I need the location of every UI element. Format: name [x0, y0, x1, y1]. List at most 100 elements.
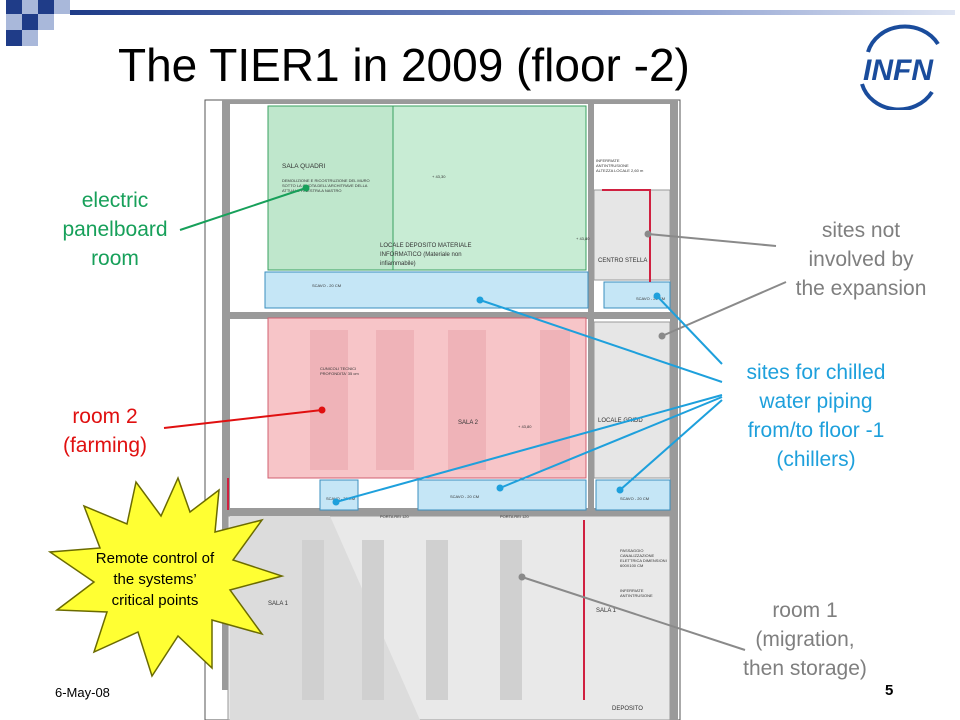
header-square — [6, 14, 22, 30]
label-line: then storage) — [743, 657, 867, 680]
label-line: electric — [81, 189, 149, 212]
plan-sheet — [204, 99, 681, 720]
chilled-water-site — [603, 281, 671, 309]
header-square — [38, 14, 54, 30]
label-line: Remote control of — [95, 550, 215, 567]
room1-diagonal — [230, 516, 420, 720]
plan-label: DEPOSITO — [612, 706, 643, 712]
room2-pillar — [540, 330, 570, 470]
leader-dot — [332, 498, 340, 506]
leader-chilled — [499, 396, 723, 489]
plan-label: ELETTRICA DIMENSIONI — [620, 558, 667, 563]
label-not-involved: sites not involved by the expansion — [766, 216, 956, 303]
wall-vertical — [588, 100, 594, 510]
plan-label: DEMOLIZIONE E RICOSTRUZIONE DEL MURO — [282, 178, 370, 183]
leader-chilled — [335, 394, 723, 503]
plan-label: LOCALE GRIDD — [598, 418, 643, 424]
plan-label: CANALIZZAZIONE — [620, 553, 655, 558]
wall-horizontal — [222, 312, 678, 319]
plan-label: SCAVO - 20 CM — [636, 296, 665, 301]
centro-stella-area — [593, 189, 671, 281]
label-line: (migration, — [755, 628, 855, 651]
plan-label: SALA 2 — [458, 420, 479, 426]
plan-label: 600X100 CM — [620, 563, 643, 568]
room1-pillar — [500, 540, 522, 700]
plan-label: INFORMATICO (Materiale non — [380, 252, 462, 258]
room1-area — [227, 515, 671, 720]
room2-area — [267, 317, 587, 479]
plan-label: ATTUALE FINESTRA A NASTRO — [282, 188, 342, 193]
label-electric-room: electric panelboard room — [30, 186, 200, 273]
leader-dot — [476, 296, 484, 304]
plan-label: + 43,80 — [576, 236, 590, 241]
plan-label: INFERRIATE — [620, 588, 644, 593]
plan-label: SCAVO - 20 CM — [620, 496, 649, 501]
plan-label: ALTEZZA LOCALE 2,60 m — [596, 168, 644, 173]
electric-room-subarea — [267, 105, 394, 271]
chilled-water-site — [264, 271, 589, 309]
label-line: water piping — [759, 390, 873, 413]
wall-horizontal — [222, 100, 678, 104]
plan-label: SOTTO LA QUOTA DELL'ARCHITRAVE DELLA — [282, 183, 368, 188]
electric-room-area — [267, 105, 587, 271]
logo-text: INFN — [863, 54, 934, 87]
header-square — [38, 0, 54, 14]
plan-label: infiammabile) — [380, 261, 416, 267]
room1-pillar — [362, 540, 384, 700]
footer-date: 6-May-08 — [55, 685, 110, 700]
slide-title: The TIER1 in 2009 (floor -2) — [118, 39, 690, 91]
locale-gridd-area — [593, 321, 671, 479]
label-line: involved by — [808, 248, 914, 271]
label-line: the systems’ — [113, 571, 197, 588]
label-line: (chillers) — [776, 448, 856, 471]
plan-label: LOCALE DEPOSITO MATERIALE — [380, 243, 471, 249]
label-line: the expansion — [795, 277, 927, 300]
leader-dot — [318, 406, 326, 414]
chilled-water-site — [417, 479, 587, 511]
room2-pillar — [310, 330, 348, 470]
label-line: room 2 — [72, 405, 138, 428]
leader-room2 — [163, 409, 323, 429]
leader-chilled — [619, 399, 723, 491]
leader-room1 — [521, 576, 746, 651]
plan-label: CUNICOLI TECNICI — [320, 366, 356, 371]
plan-label: SCAVO - 20 CM — [312, 283, 341, 288]
header-square — [54, 0, 70, 14]
room2-pillar — [448, 330, 486, 470]
label-line: from/to floor -1 — [747, 419, 885, 442]
plan-label: + 43,80 — [518, 424, 532, 429]
leader-chilled — [479, 299, 723, 383]
chilled-water-site — [319, 479, 359, 511]
label-line: critical points — [111, 592, 199, 609]
label-line: room 1 — [772, 599, 838, 622]
leader-dot — [616, 486, 624, 494]
chilled-water-site — [595, 479, 671, 511]
header-square — [22, 0, 38, 14]
plan-label: INFERRIATE — [596, 158, 620, 163]
leader-dot — [658, 332, 666, 340]
label-chilled-water: sites for chilled water piping from/to f… — [716, 358, 916, 474]
label-line: sites for chilled — [746, 361, 886, 384]
room1-pillar — [426, 540, 448, 700]
plan-label: PORTA REI 120 — [380, 514, 410, 519]
plan-label: + 43,30 — [432, 174, 446, 179]
leader-dot — [518, 573, 526, 581]
plan-label: ANTINTRUSIONE — [596, 163, 629, 168]
plan-label: SALA QUADRI — [282, 163, 326, 170]
infn-logo: INFN — [860, 24, 940, 110]
room1-pillar — [302, 540, 324, 700]
leader-chilled — [656, 295, 723, 365]
header-square — [22, 14, 38, 30]
plan-label: PORTA REI 120 — [500, 514, 530, 519]
plan-label: PASSAGGIO — [620, 548, 644, 553]
page-number: 5 — [885, 682, 894, 699]
leader-dot — [302, 184, 310, 192]
label-line: panelboard — [62, 218, 168, 241]
plan-label: PROFONDITA' 35 cm — [320, 371, 359, 376]
plan-label: CENTRO STELLA — [598, 258, 647, 264]
label-line: room — [91, 247, 139, 270]
label-line: sites not — [821, 219, 901, 242]
header-gradient-bar — [70, 10, 955, 15]
plan-label: ANTINTRUSIONE — [620, 593, 653, 598]
label-line: (farming) — [62, 434, 147, 457]
